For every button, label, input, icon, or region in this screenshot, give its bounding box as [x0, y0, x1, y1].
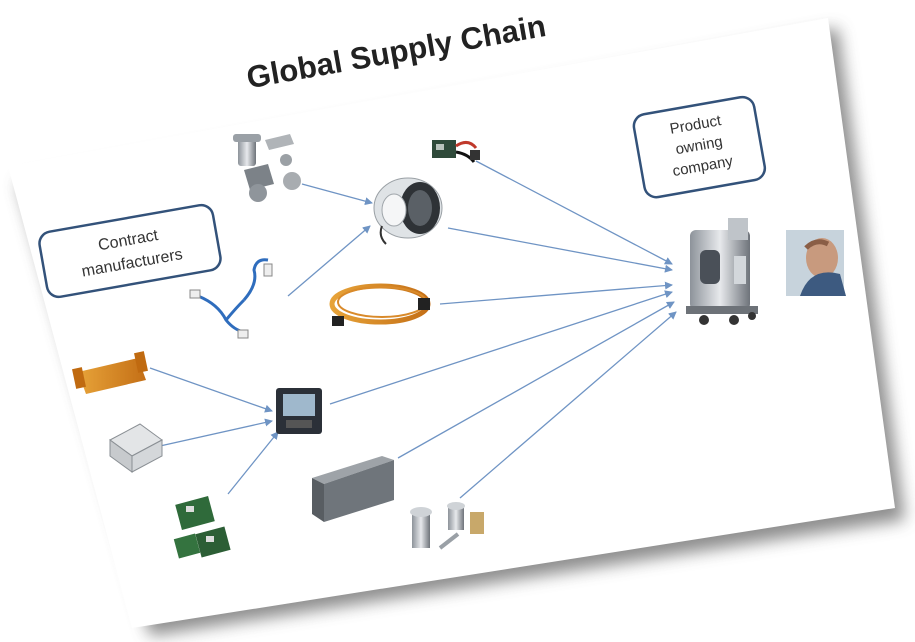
arrow-cable-to-product [439, 281, 673, 305]
arrow-controller-to-product [329, 290, 673, 405]
arrow-harness-to-motor [287, 225, 371, 297]
circuit-board-sensor-icon [432, 140, 480, 163]
flex-pcb-icon [72, 351, 148, 394]
controller-display-icon [276, 388, 322, 434]
arrow-sensor-to-product [475, 160, 673, 265]
pcb-assemblies-icon [173, 496, 231, 559]
arrow-brackets-to-motor [301, 183, 373, 206]
supply-arrows [149, 160, 677, 499]
medical-device-icon [686, 218, 758, 325]
stressed-person-icon [786, 230, 846, 296]
arrow-flex-to-controller [149, 367, 273, 413]
arrow-pcbs-to-controller [227, 431, 279, 495]
arrow-motor-to-product [447, 227, 673, 273]
arrow-enclosure-to-controller [159, 418, 273, 447]
arrow-fittings-to-product [459, 311, 677, 499]
product-owning-company-box: Product owning company [632, 95, 767, 199]
arrow-tray-to-product [397, 301, 675, 459]
enclosure-box-icon [109, 423, 163, 473]
contract-manufacturers-box: Contract manufacturers [38, 203, 222, 299]
machined-fittings-icon [410, 502, 484, 550]
bracket-parts-icon [233, 134, 301, 202]
sheet-metal-tray-icon [312, 456, 394, 522]
wire-harness-icon [189, 258, 273, 339]
motor-module-icon [373, 177, 443, 245]
coiled-cable-icon [329, 283, 431, 326]
